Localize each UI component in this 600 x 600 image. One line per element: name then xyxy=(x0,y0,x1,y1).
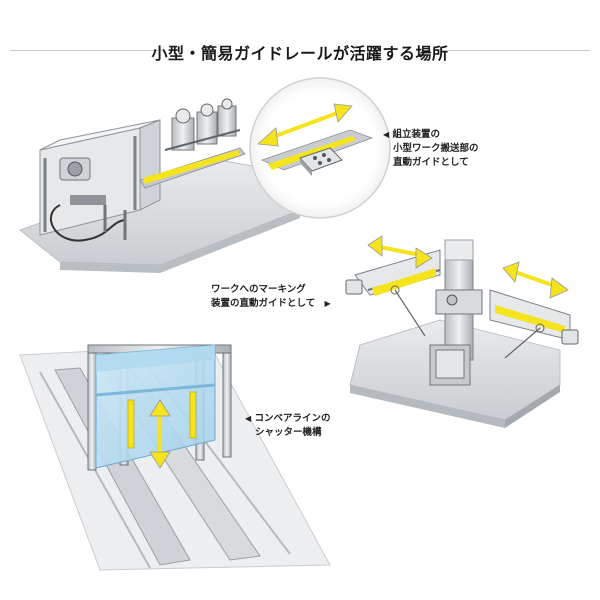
pointer-triangle-icon: ▶ xyxy=(324,299,331,308)
callout-line: シャッター機構 xyxy=(255,427,322,438)
callout-line: ワークへのマーキング xyxy=(211,284,306,295)
marking-device-illustration xyxy=(345,239,579,428)
double-arrow-icon xyxy=(149,399,171,469)
callout-line: 直動ガイドとして xyxy=(393,157,469,168)
callout-line: コンベアラインの xyxy=(254,413,331,424)
title-rule-left xyxy=(10,50,162,51)
callout-line: 組立装置の xyxy=(392,129,440,140)
pointer-triangle-icon: ◀ xyxy=(245,414,252,423)
magnified-guide-detail xyxy=(249,77,391,219)
callout-marking-guide: ワークへのマーキング 装置の直動ガイドとして ▶ xyxy=(211,283,331,311)
double-arrow-icon xyxy=(502,261,569,299)
callout-line: 小型ワーク搬送部の xyxy=(393,143,479,154)
pointer-triangle-icon: ◀ xyxy=(383,130,390,139)
assembly-conveyor-illustration xyxy=(19,98,301,273)
callout-shutter-guide: ◀ コンベアラインの シャッター機構 xyxy=(245,412,330,440)
page-title: 小型・簡易ガイドレールが活躍する場所 xyxy=(151,44,449,63)
double-arrow-icon xyxy=(367,235,433,269)
conveyor-shutter-illustration xyxy=(19,344,331,571)
callout-conveyor-guide: ◀ 組立装置の 小型ワーク搬送部の 直動ガイドとして xyxy=(383,128,479,170)
double-arrow-icon xyxy=(257,103,353,147)
callout-line: 装置の直動ガイドとして xyxy=(211,298,316,309)
title-rule-right xyxy=(448,50,590,51)
